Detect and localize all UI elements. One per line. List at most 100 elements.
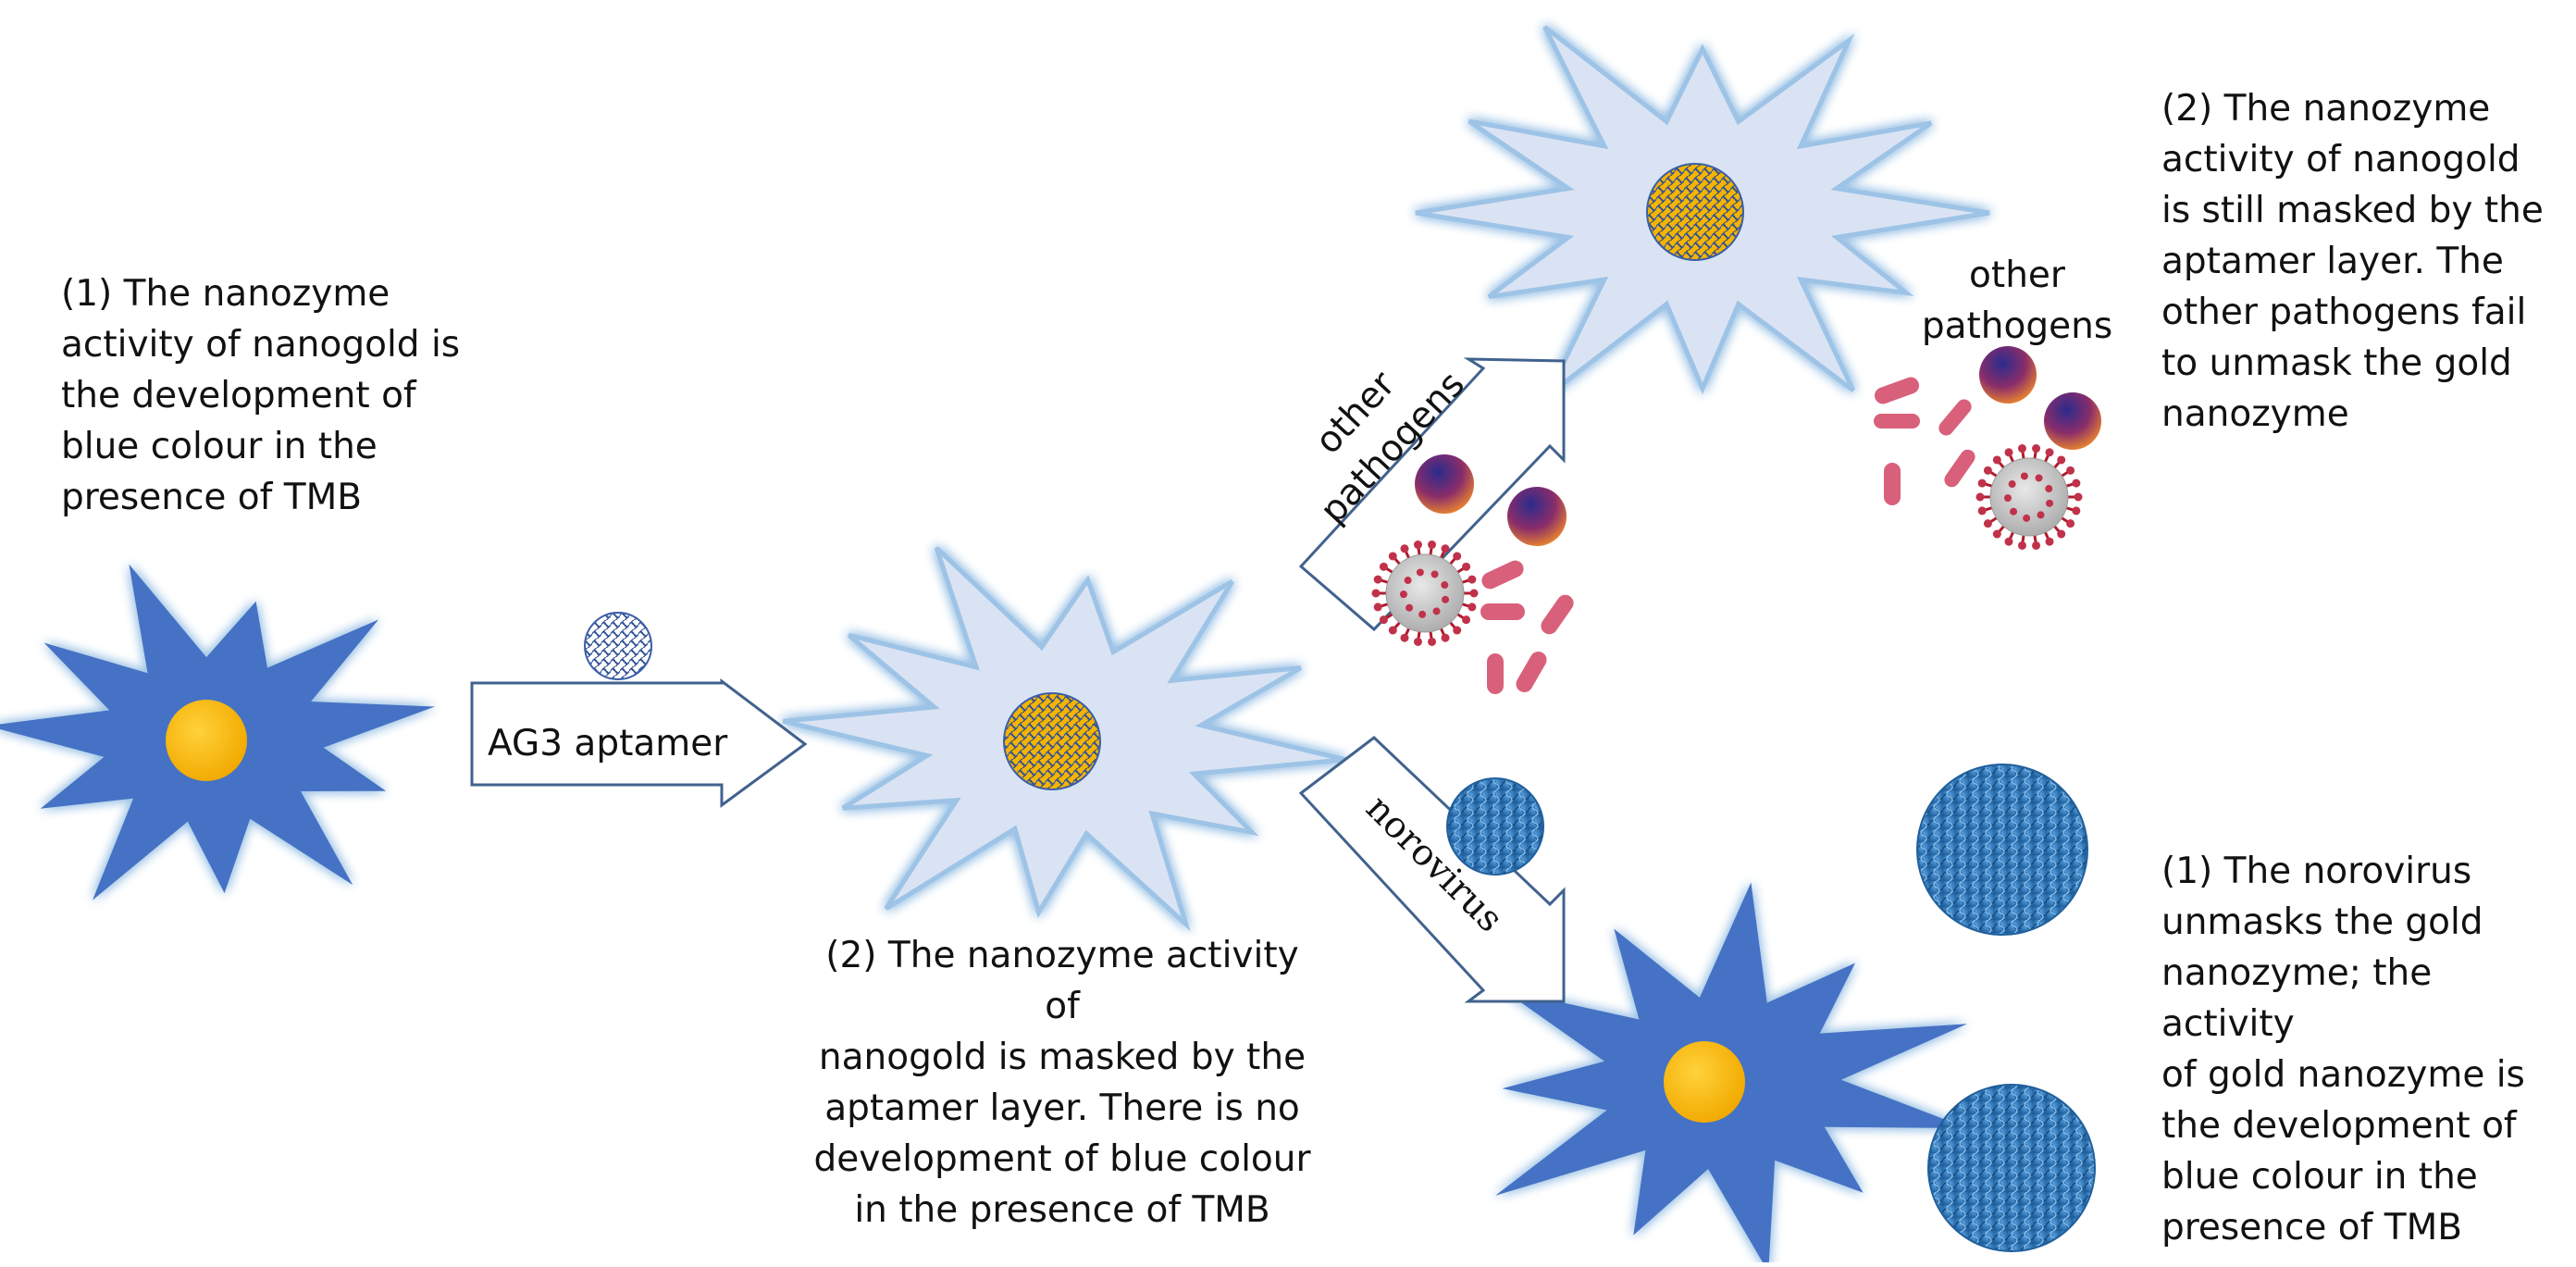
virus-spike-tip: [1400, 544, 1409, 553]
virus-spike-tip: [1462, 562, 1471, 571]
virus-surface-spot: [2020, 472, 2028, 480]
rod-bacteria-icon: [1944, 449, 1975, 488]
virus-spike-tip: [1373, 575, 1382, 584]
virus-spike-tip: [2045, 537, 2054, 546]
virus-surface-spot: [1406, 603, 1414, 612]
norovirus-icon: [1916, 764, 2088, 936]
virus-surface-spot: [2045, 485, 2053, 493]
virus-spike-tip: [1975, 492, 1985, 502]
virus-spike-tip: [1413, 540, 1422, 550]
virus-surface-spot: [1416, 568, 1424, 577]
virus-surface-spot: [1418, 610, 1427, 618]
virus-spike-tip: [1992, 455, 2001, 465]
rod-bacteria-icon: [1541, 594, 1574, 635]
virus-surface-spot: [1430, 570, 1439, 578]
rod-bacteria-icon: [1874, 377, 1920, 404]
rod-bacteria-icon: [1938, 399, 1972, 436]
rod-bacteria-icon: [1874, 414, 1920, 429]
virus-surface-spot: [1441, 581, 1449, 590]
aptamer-arrow: [470, 677, 808, 808]
virus-spike-tip: [1428, 637, 1437, 646]
norovirus-icon: [1446, 777, 1544, 876]
virus-spike-tip: [1388, 626, 1397, 635]
step1-right-caption: (1) The norovirus unmasks the gold nanoz…: [2161, 851, 2525, 1248]
virus-spike-tip: [1373, 602, 1382, 612]
virus-spike-tip: [2004, 448, 2013, 457]
rod-bacteria-icon: [1481, 560, 1524, 590]
virus-spike-tip: [1388, 552, 1397, 561]
virus-spike-tip: [1379, 562, 1388, 571]
virus-spike-tip: [1453, 626, 1462, 635]
virus-spike-tip: [1983, 519, 1992, 528]
rod-bacteria-icon: [1487, 653, 1504, 694]
virus-spike-tip: [1469, 589, 1479, 598]
virus-spike-tip: [1413, 637, 1422, 646]
virus-body: [1385, 553, 1465, 633]
rod-bacteria-icon: [1516, 652, 1547, 692]
coronavirus-icon: [1975, 444, 2083, 550]
aptamer-coated-gold-middle: [1003, 692, 1101, 790]
aptamer-arrow-label: AG3 aptamer: [488, 723, 728, 764]
virus-spike-tip: [2072, 478, 2081, 488]
sphere-icon: [2044, 392, 2101, 450]
virus-spike-tip: [1441, 633, 1450, 642]
virus-spike-tip: [2017, 444, 2026, 453]
virus-surface-spot: [2023, 514, 2031, 522]
aptamer-icon: [584, 612, 652, 680]
virus-spike-tip: [1977, 478, 1987, 488]
other-pathogens-label: other pathogens: [1921, 255, 2113, 347]
pathogens-group-right: [1874, 346, 2101, 550]
virus-surface-spot: [2010, 507, 2018, 515]
virus-body: [1989, 457, 2069, 537]
step1-left-caption: (1) The nanozyme activity of nanogold is…: [61, 273, 461, 518]
rod-bacteria-icon: [1480, 603, 1525, 620]
virus-spike-tip: [2066, 519, 2075, 528]
virus-spike-tip: [2057, 529, 2066, 539]
virus-spike-tip: [1441, 544, 1450, 553]
virus-spike-tip: [1468, 575, 1477, 584]
virus-spike-tip: [1977, 506, 1987, 515]
virus-surface-spot: [1399, 590, 1407, 599]
virus-spike-tip: [1379, 615, 1388, 625]
virus-surface-spot: [1442, 595, 1450, 603]
virus-spike-tip: [2017, 540, 2026, 550]
virus-spike-tip: [2032, 444, 2041, 453]
virus-surface-spot: [2037, 511, 2045, 519]
virus-spike-tip: [1400, 633, 1409, 642]
virus-spike-tip: [2045, 448, 2054, 457]
sphere-icon: [1415, 454, 1474, 514]
virus-spike-tip: [2066, 466, 2075, 475]
sphere-icon: [1979, 346, 2037, 404]
virus-spike-tip: [2057, 455, 2066, 465]
virus-spike-tip: [1371, 589, 1381, 598]
step2-right-caption: (2) The nanozyme activity of nanogold is…: [2161, 88, 2544, 435]
norovirus-icon: [1927, 1084, 2096, 1252]
virus-spike-tip: [1453, 552, 1462, 561]
virus-surface-spot: [1432, 607, 1441, 615]
virus-spike-tip: [1468, 602, 1477, 612]
virus-spike-tip: [2072, 506, 2081, 515]
virus-surface-spot: [2046, 499, 2054, 507]
virus-surface-spot: [2003, 494, 2012, 503]
virus-spike-tip: [2032, 540, 2041, 550]
step2-middle-caption: (2) The nanozyme activity of nanogold is…: [813, 935, 1311, 1231]
sphere-icon: [1507, 487, 1567, 546]
pathogens-group-middle: [1371, 454, 1574, 694]
virus-surface-spot: [2008, 480, 2016, 489]
virus-spike-tip: [2004, 537, 2013, 546]
gold-nanoparticle-left: [166, 700, 247, 781]
rod-bacteria-icon: [1884, 463, 1901, 505]
aptamer-coated-gold-top: [1646, 163, 1744, 261]
virus-spike-tip: [1983, 466, 1992, 475]
virus-spike-tip: [2074, 492, 2083, 502]
virus-surface-spot: [1404, 577, 1412, 585]
virus-spike-tip: [1992, 529, 2001, 539]
virus-spike-tip: [1462, 615, 1471, 625]
coronavirus-icon: [1371, 540, 1479, 646]
virus-spike-tip: [1428, 540, 1437, 550]
virus-surface-spot: [2035, 474, 2043, 482]
norovirus-arrow: [1298, 736, 1566, 1003]
gold-nanoparticle-bottom: [1664, 1041, 1745, 1123]
